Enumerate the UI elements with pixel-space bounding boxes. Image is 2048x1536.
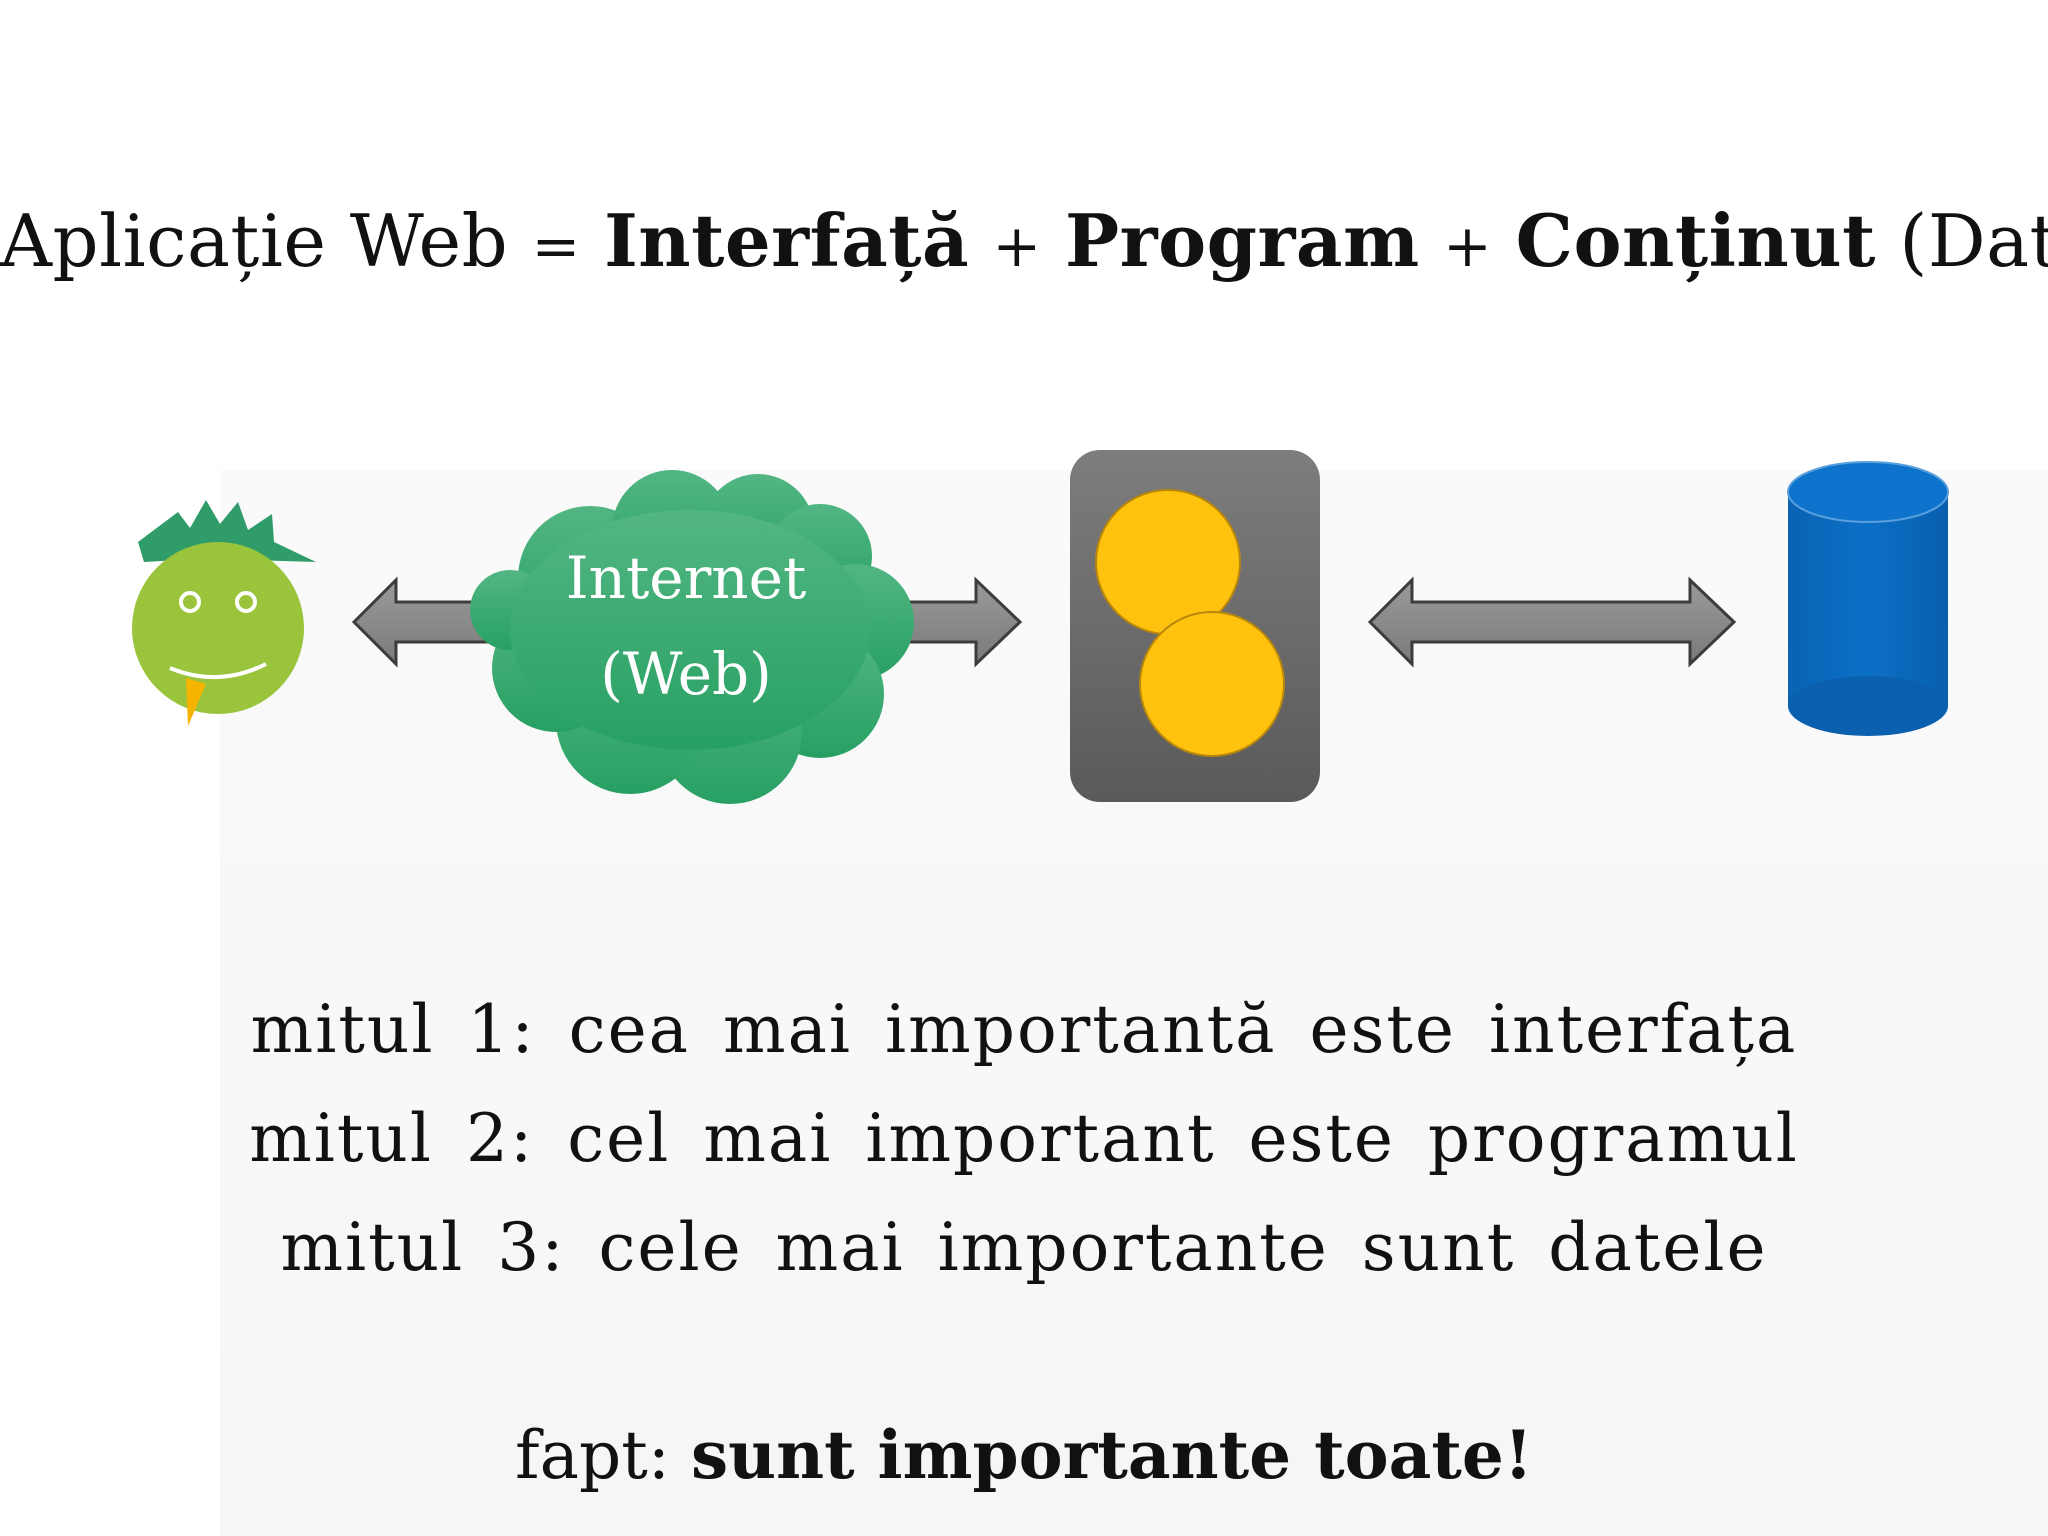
title-content: Conținut (1515, 198, 1876, 283)
title-program: Program (1065, 198, 1420, 283)
slide-title: Aplicație Web = Interfață + Program + Co… (0, 196, 2048, 291)
user-avatar-icon (132, 500, 316, 726)
database-icon (1787, 461, 1949, 736)
fact-text: sunt importante toate! (690, 1416, 1533, 1494)
myth-3: mitul 3: cele mai importante sunt datele (280, 1209, 1768, 1286)
myth-2: mitul 2: cel mai important este programu… (249, 1100, 1799, 1177)
diagram-svg: Internet (Web) (132, 450, 1949, 804)
title-plus-1: + (992, 212, 1042, 280)
right-double-arrow (1367, 576, 1737, 668)
architecture-diagram: Internet (Web) (0, 430, 2048, 850)
fact-line: fapt: sunt importante toate! (0, 1405, 2048, 1506)
cloud-label-web: (Web) (600, 640, 772, 708)
title-equals: = (531, 212, 581, 280)
fact-label: fapt: (515, 1417, 670, 1494)
server-program-icon (1070, 450, 1320, 802)
myths-list: mitul 1: cea mai importantă este interfa… (0, 975, 2048, 1302)
internet-cloud-icon: Internet (Web) (470, 470, 914, 804)
title-app-web: Aplicație Web (0, 199, 509, 283)
title-plus-2: + (1443, 212, 1493, 280)
cloud-label-internet: Internet (566, 544, 807, 612)
myth-1: mitul 1: cea mai importantă este interfa… (250, 991, 1798, 1068)
title-interface: Interfață (604, 198, 970, 283)
title-data: (Date) (1899, 199, 2048, 283)
